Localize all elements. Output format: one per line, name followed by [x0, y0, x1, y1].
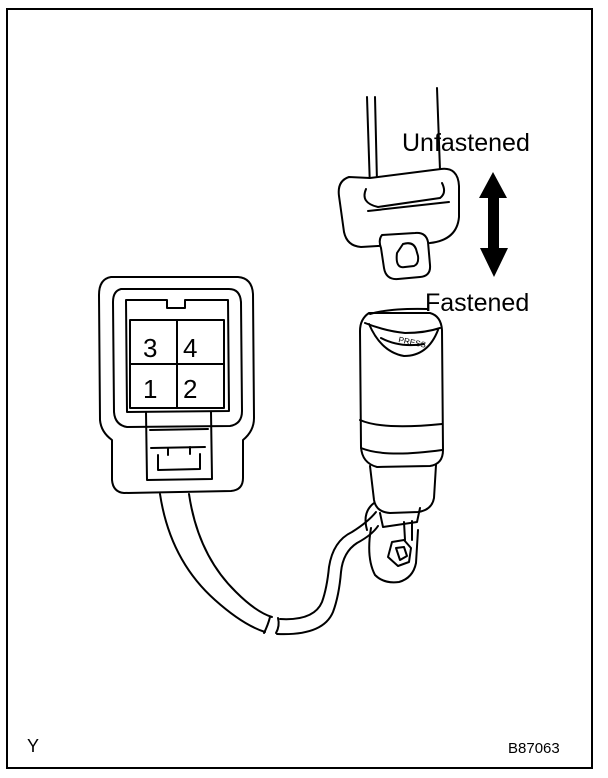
connector-pin-1: 1 [143, 374, 158, 404]
connector-pin-4: 4 [183, 333, 198, 363]
connector-pin-2: 2 [183, 374, 198, 404]
connector-pin-3: 3 [143, 333, 158, 363]
buckle-body [359, 307, 444, 468]
wire-harness [159, 493, 379, 636]
buckle-anchor [364, 464, 437, 584]
connector-housing [98, 276, 255, 494]
unfastened-label: Unfastened [402, 129, 530, 157]
direction-arrow [479, 172, 508, 277]
tongue-plate [337, 167, 460, 281]
fastened-label: Fastened [425, 289, 530, 317]
belt-webbing [366, 87, 441, 189]
corner-mark: Y [27, 736, 40, 756]
figure-id: B87063 [508, 740, 560, 757]
